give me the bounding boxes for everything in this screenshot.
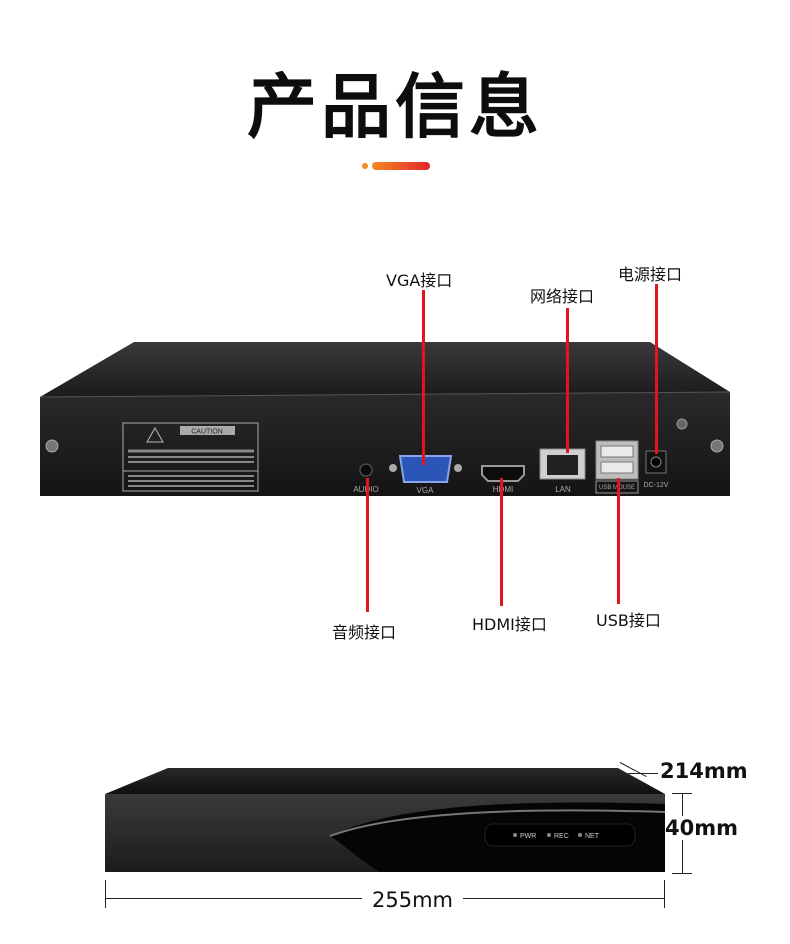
hdmi-callout-line [500,478,503,606]
warning-triangle-icon [146,426,164,443]
screw-icon [710,439,724,453]
usb-callout-line [617,478,620,604]
caution-title: CAUTION [191,429,223,436]
led-pwr: PWR [520,833,536,840]
led-rec: REC [554,833,569,840]
gradient-bar [372,162,430,170]
height-dimension-label: 40mm [665,816,738,840]
audio-callout-label: 音频接口 [332,623,397,642]
height-dimension-tick-top [672,793,692,794]
width-dimension-tick-right [664,880,665,908]
svg-text:DC-12V: DC-12V [644,482,669,489]
height-dimension-tick-bottom [672,873,692,874]
device-rear-view: CAUTION AUDIO VGA HDMI LAN USB MOUSE DC-… [39,342,731,496]
audio-callout-line [366,478,369,612]
audio-jack [359,463,373,477]
page-title: 产品信息 [247,66,543,148]
lan-callout-line [566,308,569,453]
hdmi-callout-label: HDMI接口 [472,615,547,634]
vga-port [398,455,453,483]
front-top-surface [105,768,665,794]
screw-icon [45,439,59,453]
usb-callout-label: USB接口 [596,611,661,630]
orange-dot [362,163,368,169]
width-dimension-tick-left [105,880,106,908]
svg-text:VGA: VGA [417,486,435,495]
device-top-surface [40,342,730,397]
svg-text:LAN: LAN [555,485,571,494]
depth-dimension-tick [628,773,658,774]
device-front-view: PWR REC NET [105,768,666,872]
vga-callout-line [422,290,425,465]
lan-callout-label: 网络接口 [530,287,595,306]
depth-dimension-label: 214mm [660,759,748,783]
ground-screw-icon [676,418,688,430]
vga-callout-label: VGA接口 [386,271,453,290]
svg-text:HDMI: HDMI [493,485,513,494]
title-underline-decoration [362,162,432,170]
power-callout-line [655,284,658,454]
caution-label [122,422,259,492]
power-callout-label: 电源接口 [618,265,683,284]
width-dimension-label: 255mm [362,888,463,912]
led-net: NET [585,833,600,840]
hdmi-port [481,465,525,482]
